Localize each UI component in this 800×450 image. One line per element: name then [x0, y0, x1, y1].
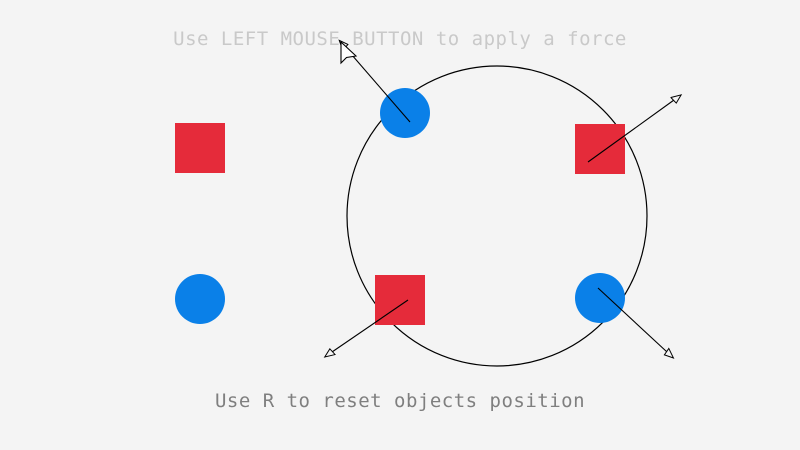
force-vector-top-circle [345, 47, 411, 123]
mouse-cursor-icon [340, 40, 358, 65]
force-vector-bottom-right-circle [597, 287, 667, 352]
force-vector-bottom-middle-square [332, 299, 409, 352]
force-vector-top-right-square [587, 100, 674, 163]
constraint-circle [346, 65, 648, 367]
hint-text-reset-objects: Use R to reset objects position [214, 390, 586, 412]
body-circle-top[interactable] [380, 88, 430, 138]
hint-text-apply-force: Use LEFT MOUSE BUTTON to apply a force [173, 28, 627, 50]
body-square-top-left[interactable] [175, 123, 225, 173]
body-square-top-right[interactable] [575, 124, 625, 174]
body-circle-bottom-left[interactable] [175, 274, 225, 324]
body-circle-bottom-right[interactable] [575, 273, 625, 323]
